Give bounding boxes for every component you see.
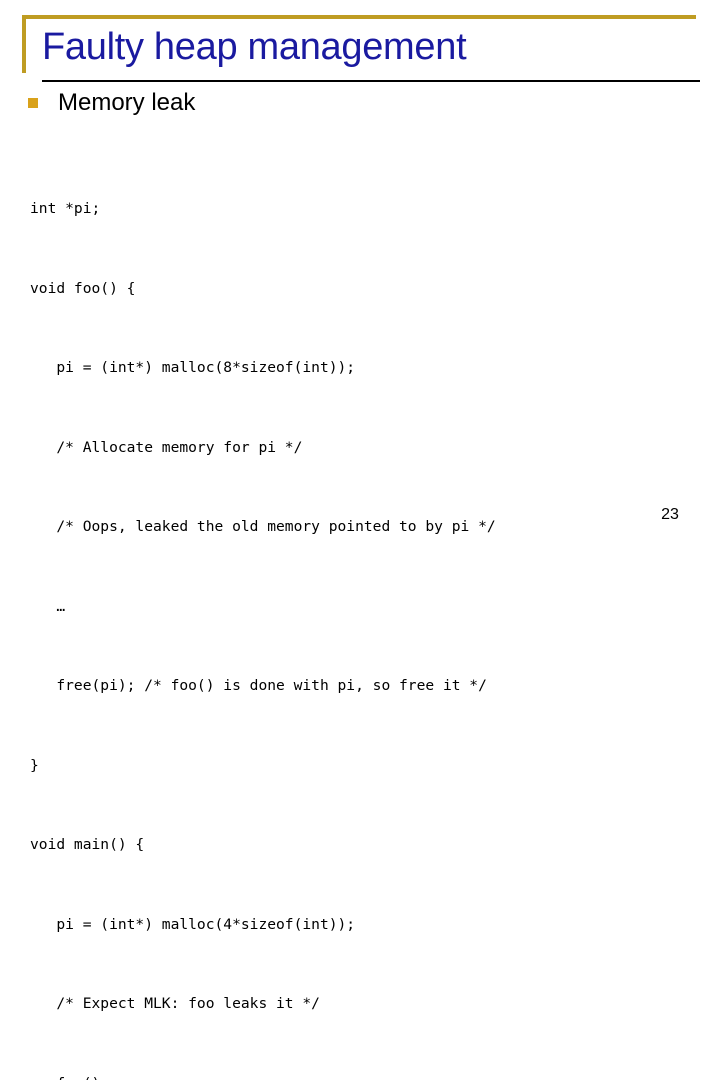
code-line: foo(); — [30, 1071, 710, 1080]
bullet-item-label: Memory leak — [58, 88, 195, 118]
code-line: int *pi; — [30, 196, 710, 223]
page-number: 23 — [648, 506, 692, 524]
slide-title: Faulty heap management — [42, 24, 692, 70]
code-line: void foo() { — [30, 276, 710, 303]
title-divider-rule — [42, 80, 700, 82]
code-line: } — [30, 753, 710, 780]
code-line: pi = (int*) malloc(8*sizeof(int)); — [30, 355, 710, 382]
decorative-frame-left-line — [22, 15, 26, 73]
code-line: void main() { — [30, 832, 710, 859]
decorative-frame-top-line — [22, 15, 696, 19]
code-line: free(pi); /* foo() is done with pi, so f… — [30, 673, 710, 700]
code-line: pi = (int*) malloc(4*sizeof(int)); — [30, 912, 710, 939]
code-line: /* Oops, leaked the old memory pointed t… — [30, 514, 710, 541]
square-bullet-icon — [28, 98, 38, 108]
bullet-item-memory-leak: Memory leak — [28, 88, 195, 118]
slide: Faulty heap management Memory leak int *… — [0, 0, 720, 540]
code-line: /* Expect MLK: foo leaks it */ — [30, 991, 710, 1018]
code-line: … — [30, 594, 710, 621]
code-block: int *pi; void foo() { pi = (int*) malloc… — [30, 143, 710, 1080]
code-line: /* Allocate memory for pi */ — [30, 435, 710, 462]
